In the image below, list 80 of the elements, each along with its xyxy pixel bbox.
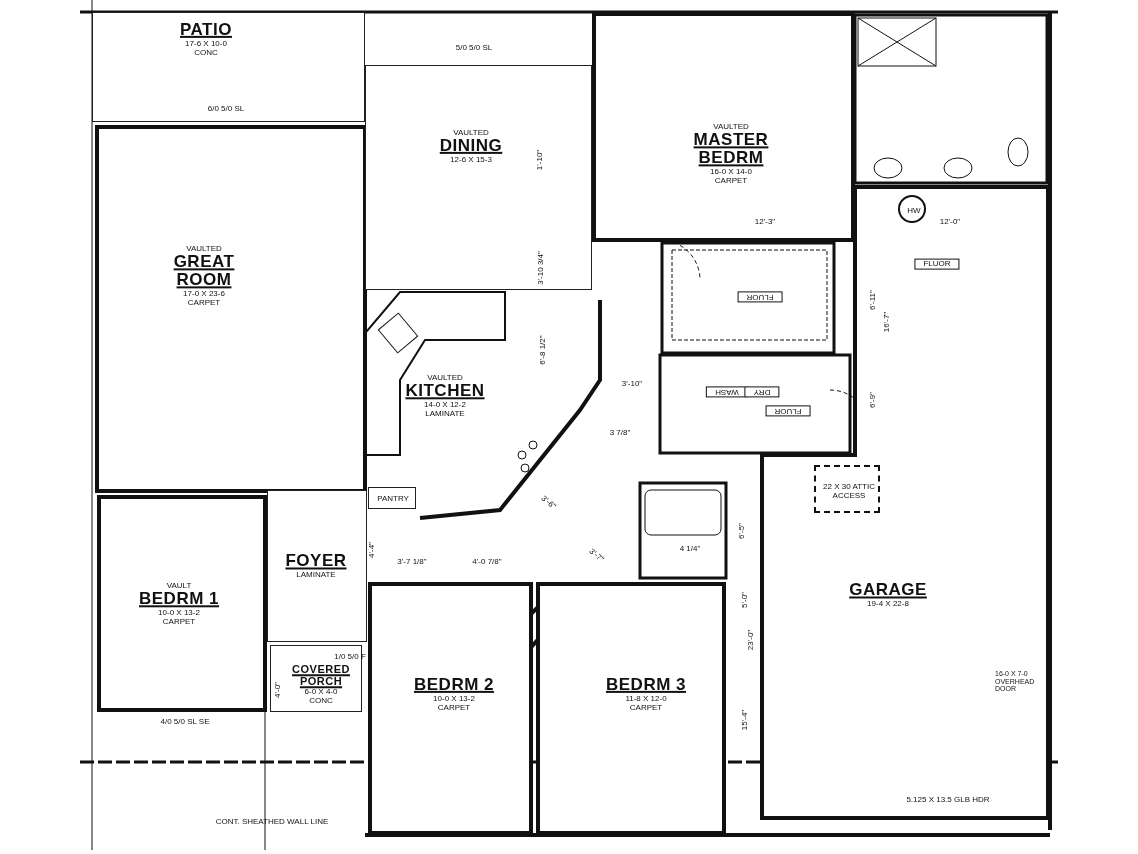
room-note: 17-6 X 10-0 bbox=[185, 38, 227, 48]
plan-note: 5/0 5/0 SL bbox=[455, 43, 493, 53]
room-note: CARPET bbox=[629, 702, 663, 713]
room-note: VAULTED bbox=[186, 244, 222, 254]
room-name: FOYER bbox=[285, 552, 347, 571]
room-note: 10-0 X 13-2 bbox=[158, 608, 200, 618]
fixture-label: FLUOR bbox=[765, 405, 811, 417]
room-name: PATIO bbox=[180, 20, 232, 39]
plan-note: 1/0 5/0 F bbox=[334, 652, 366, 662]
plan-note: 6/0 5/0 SL bbox=[207, 104, 245, 114]
plan-note: 3 7/8" bbox=[609, 428, 631, 438]
plan-note: 15'-4" bbox=[740, 709, 750, 731]
room-note: CARPET bbox=[162, 617, 196, 627]
room-note: LAMINATE bbox=[425, 409, 465, 419]
room-note: CARPET bbox=[714, 176, 748, 186]
room-outline bbox=[592, 12, 855, 242]
plan-note: 12'-0" bbox=[939, 217, 961, 227]
room-name: GREAT ROOM bbox=[172, 253, 236, 290]
room-note: HW bbox=[907, 206, 921, 216]
room-note: CONC bbox=[309, 696, 333, 706]
plan-note: CONT. SHEATHED WALL LINE bbox=[215, 817, 329, 827]
plan-note: 4'-4" bbox=[367, 542, 377, 558]
plan-note: 3'-10 3/4" bbox=[536, 251, 546, 285]
room-note: 11-8 X 12-0 bbox=[625, 693, 667, 703]
plan-note: 4'-0 7/8" bbox=[472, 557, 502, 567]
room-note: 16-0 X 14-0 bbox=[710, 167, 752, 177]
attic-access-hatch bbox=[814, 465, 880, 513]
plan-note: 12'-3" bbox=[754, 217, 776, 227]
room-name: DINING bbox=[439, 137, 503, 155]
room-name: BEDRM 1 bbox=[139, 590, 219, 609]
room-name: GARAGE bbox=[849, 581, 927, 600]
room-note: CONC bbox=[194, 47, 218, 58]
room-outline bbox=[365, 65, 592, 290]
room-outline bbox=[92, 12, 365, 122]
plan-note: 4/0 5/0 SL SE bbox=[160, 717, 210, 727]
room-name: BEDRM 3 bbox=[606, 675, 686, 694]
room-outline bbox=[95, 125, 367, 493]
fixture-label: DRY bbox=[744, 386, 780, 398]
room-name: MASTER BEDRM bbox=[692, 131, 770, 168]
plan-note: 5'-0" bbox=[740, 592, 750, 608]
plan-note: 3'-7 1/8" bbox=[397, 557, 427, 567]
plan-note: 6'-11" bbox=[868, 290, 878, 310]
plan-note: 4'-0" bbox=[273, 682, 283, 698]
room-note: CARPET bbox=[187, 298, 221, 308]
room-note: VAULTED bbox=[713, 122, 749, 132]
room-note: VAULT bbox=[166, 581, 192, 591]
plan-note: 6'-9" bbox=[868, 392, 878, 408]
plan-note: 3'-6" bbox=[539, 494, 557, 512]
room-note: VAULTED bbox=[453, 127, 489, 138]
room-name: BEDRM 2 bbox=[414, 675, 494, 694]
plan-note: 6'-5" bbox=[737, 523, 747, 539]
plan-note: 3'-10" bbox=[621, 379, 643, 389]
room-note: 12-6 X 15-3 bbox=[450, 154, 492, 165]
fixture-label: FLUOR bbox=[737, 291, 783, 303]
plan-note: 1'-10" bbox=[535, 149, 545, 171]
room-outline bbox=[368, 582, 533, 835]
plan-note: 23'-0" bbox=[746, 629, 756, 651]
room-note: CARPET bbox=[437, 702, 471, 713]
room-outline bbox=[368, 487, 416, 509]
plan-note: 5.125 X 13.5 GLB HDR bbox=[906, 795, 990, 805]
room-note: 17-0 X 23-6 bbox=[183, 289, 225, 299]
plan-note: 16'-7" bbox=[882, 311, 892, 333]
room-note: LAMINATE bbox=[296, 570, 336, 580]
plan-note: 3'-7" bbox=[587, 547, 605, 565]
room-outline bbox=[536, 582, 726, 835]
room-name: COVERED PORCH bbox=[291, 664, 351, 688]
plan-note: 6'-8 1/2" bbox=[538, 335, 548, 365]
room-note: VAULTED bbox=[427, 373, 463, 383]
fixture-label: FLUOR bbox=[914, 258, 960, 270]
room-note: 10-0 X 13-2 bbox=[433, 693, 475, 703]
room-outline bbox=[97, 495, 267, 712]
room-note: 19-4 X 22-8 bbox=[867, 599, 909, 609]
room-outline bbox=[270, 645, 362, 712]
room-name: KITCHEN bbox=[405, 382, 485, 401]
room-note: 6-0 X 4-0 bbox=[304, 687, 338, 697]
room-outline bbox=[267, 490, 367, 642]
room-note: 22 X 30 ATTIC ACCESS bbox=[822, 481, 876, 501]
plan-note: 4 1/4" bbox=[679, 544, 701, 554]
room-note: PANTRY bbox=[377, 494, 409, 504]
room-note: 14-0 X 12-2 bbox=[424, 400, 466, 410]
